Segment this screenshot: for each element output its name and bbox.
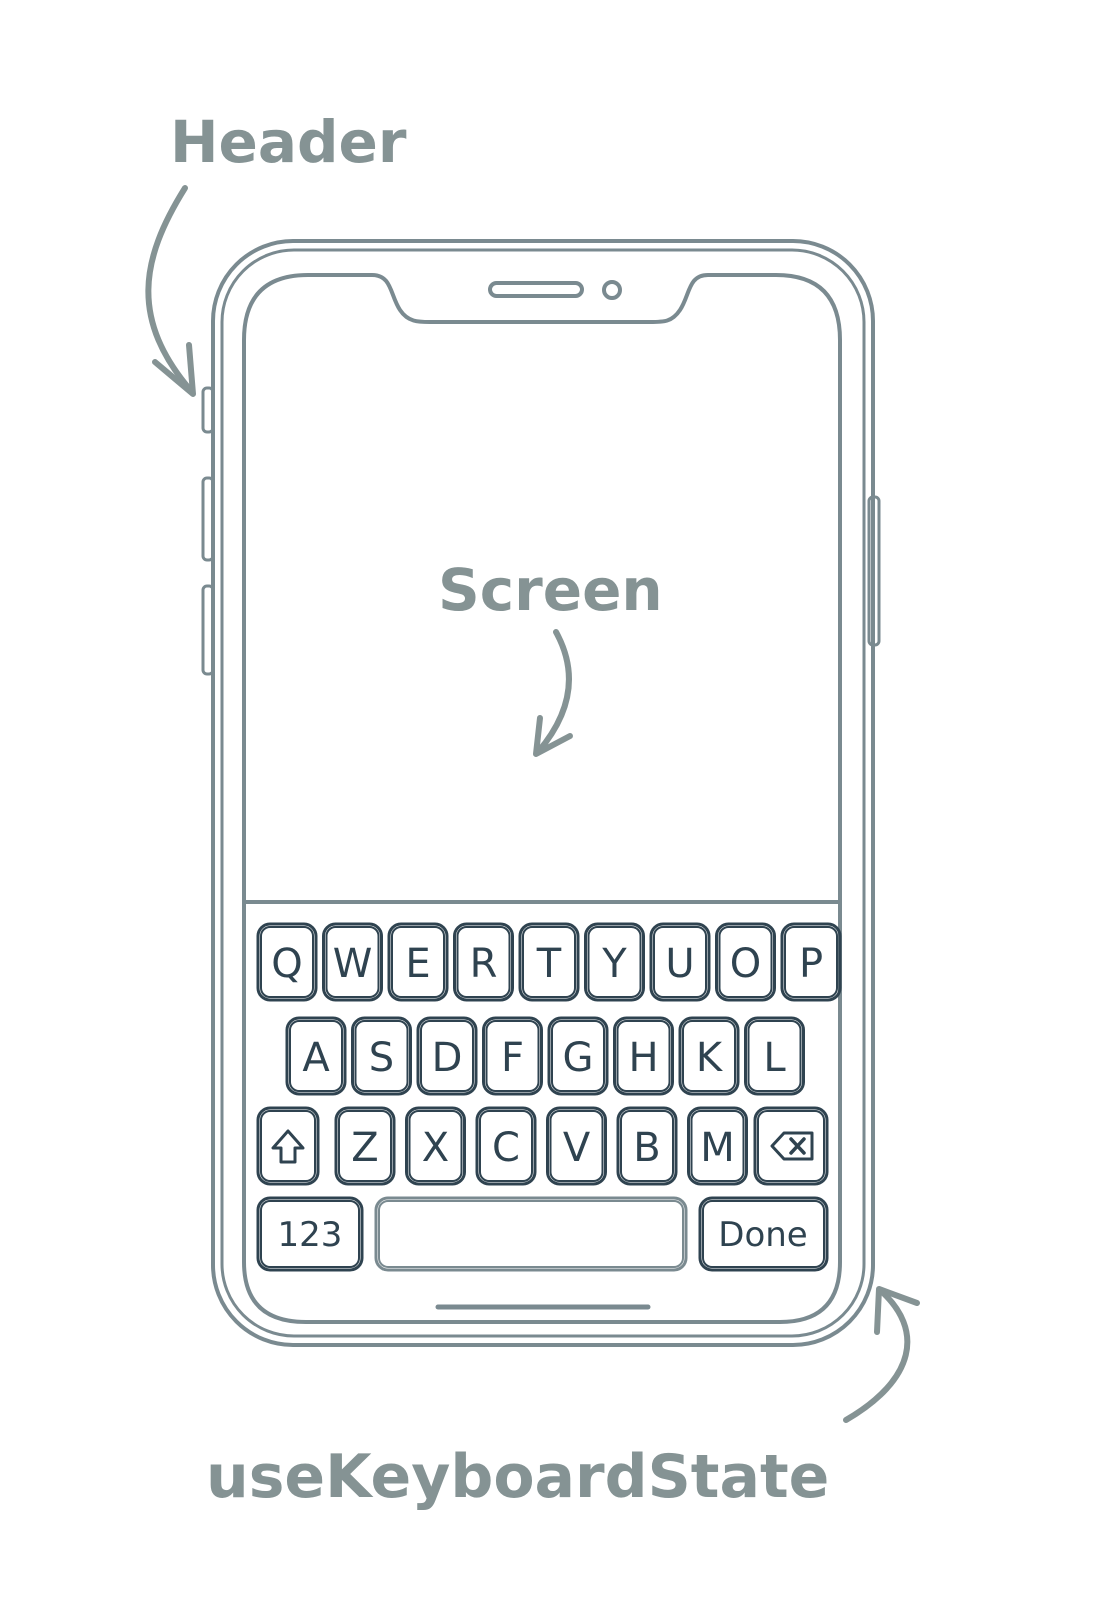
header-annotation: Header [170, 108, 407, 176]
key-u[interactable]: U [649, 922, 711, 1002]
header-arrow [145, 185, 196, 397]
key-v[interactable]: V [546, 1106, 607, 1186]
key-d[interactable]: D [416, 1016, 478, 1096]
speaker-grille [488, 281, 584, 298]
key-o[interactable]: O [715, 922, 776, 1002]
key-label-x: X [422, 1125, 449, 1171]
key-l[interactable]: L [744, 1016, 805, 1096]
key-label-g: G [563, 1035, 594, 1081]
key-label-t: T [536, 941, 562, 987]
backspace-icon [770, 1131, 814, 1161]
key-label-w: W [333, 941, 373, 987]
key-x[interactable]: X [405, 1106, 466, 1186]
front-camera [602, 280, 622, 300]
key-label-r: R [470, 941, 498, 987]
key-label-z: Z [351, 1125, 378, 1171]
key-w[interactable]: W [322, 922, 383, 1002]
key-k[interactable]: K [678, 1016, 740, 1096]
numbers-key-label: 123 [278, 1215, 343, 1255]
key-s[interactable]: S [351, 1016, 412, 1096]
key-e[interactable]: E [387, 922, 449, 1002]
space-bar[interactable] [374, 1196, 688, 1272]
key-label-p: P [799, 941, 823, 987]
key-label-q: Q [271, 941, 302, 987]
shift-arrow-icon [271, 1129, 305, 1164]
key-g[interactable]: G [547, 1016, 609, 1096]
key-y[interactable]: Y [584, 922, 645, 1002]
key-f[interactable]: F [482, 1016, 543, 1096]
key-t[interactable]: T [518, 922, 580, 1002]
key-label-d: D [432, 1035, 463, 1081]
key-label-e: E [405, 941, 430, 987]
done-key-label: Done [718, 1215, 807, 1255]
key-b[interactable]: B [616, 1106, 678, 1186]
key-label-v: V [563, 1125, 591, 1171]
backspace-key[interactable] [753, 1106, 829, 1186]
key-label-h: H [628, 1035, 658, 1081]
key-label-u: U [665, 941, 694, 987]
key-c[interactable]: C [475, 1106, 537, 1186]
key-z[interactable]: Z [334, 1106, 396, 1186]
key-m[interactable]: M [687, 1106, 748, 1186]
key-h[interactable]: H [613, 1016, 674, 1096]
hook-annotation: useKeyboardState [206, 1442, 829, 1512]
shift-key[interactable] [256, 1106, 320, 1186]
key-a[interactable]: A [285, 1016, 347, 1096]
hook-arrow [843, 1286, 920, 1423]
key-label-k: K [696, 1035, 724, 1081]
screen-annotation: Screen [438, 556, 663, 624]
screen-arrow [533, 629, 573, 757]
key-label-s: S [369, 1035, 394, 1081]
key-label-a: A [302, 1035, 330, 1081]
key-label-o: O [730, 941, 761, 987]
phone-frame [201, 239, 881, 1347]
key-label-f: F [501, 1035, 524, 1081]
numbers-key[interactable]: 123 [256, 1196, 364, 1272]
key-label-y: Y [601, 941, 627, 987]
key-label-c: C [492, 1125, 520, 1171]
done-key[interactable]: Done [698, 1196, 829, 1272]
key-label-m: M [700, 1125, 735, 1171]
key-p[interactable]: P [780, 922, 842, 1002]
key-label-l: L [763, 1035, 786, 1081]
key-q[interactable]: Q [256, 922, 318, 1002]
key-label-b: B [633, 1125, 660, 1171]
key-r[interactable]: R [453, 922, 514, 1002]
screen-outline [242, 273, 842, 1324]
